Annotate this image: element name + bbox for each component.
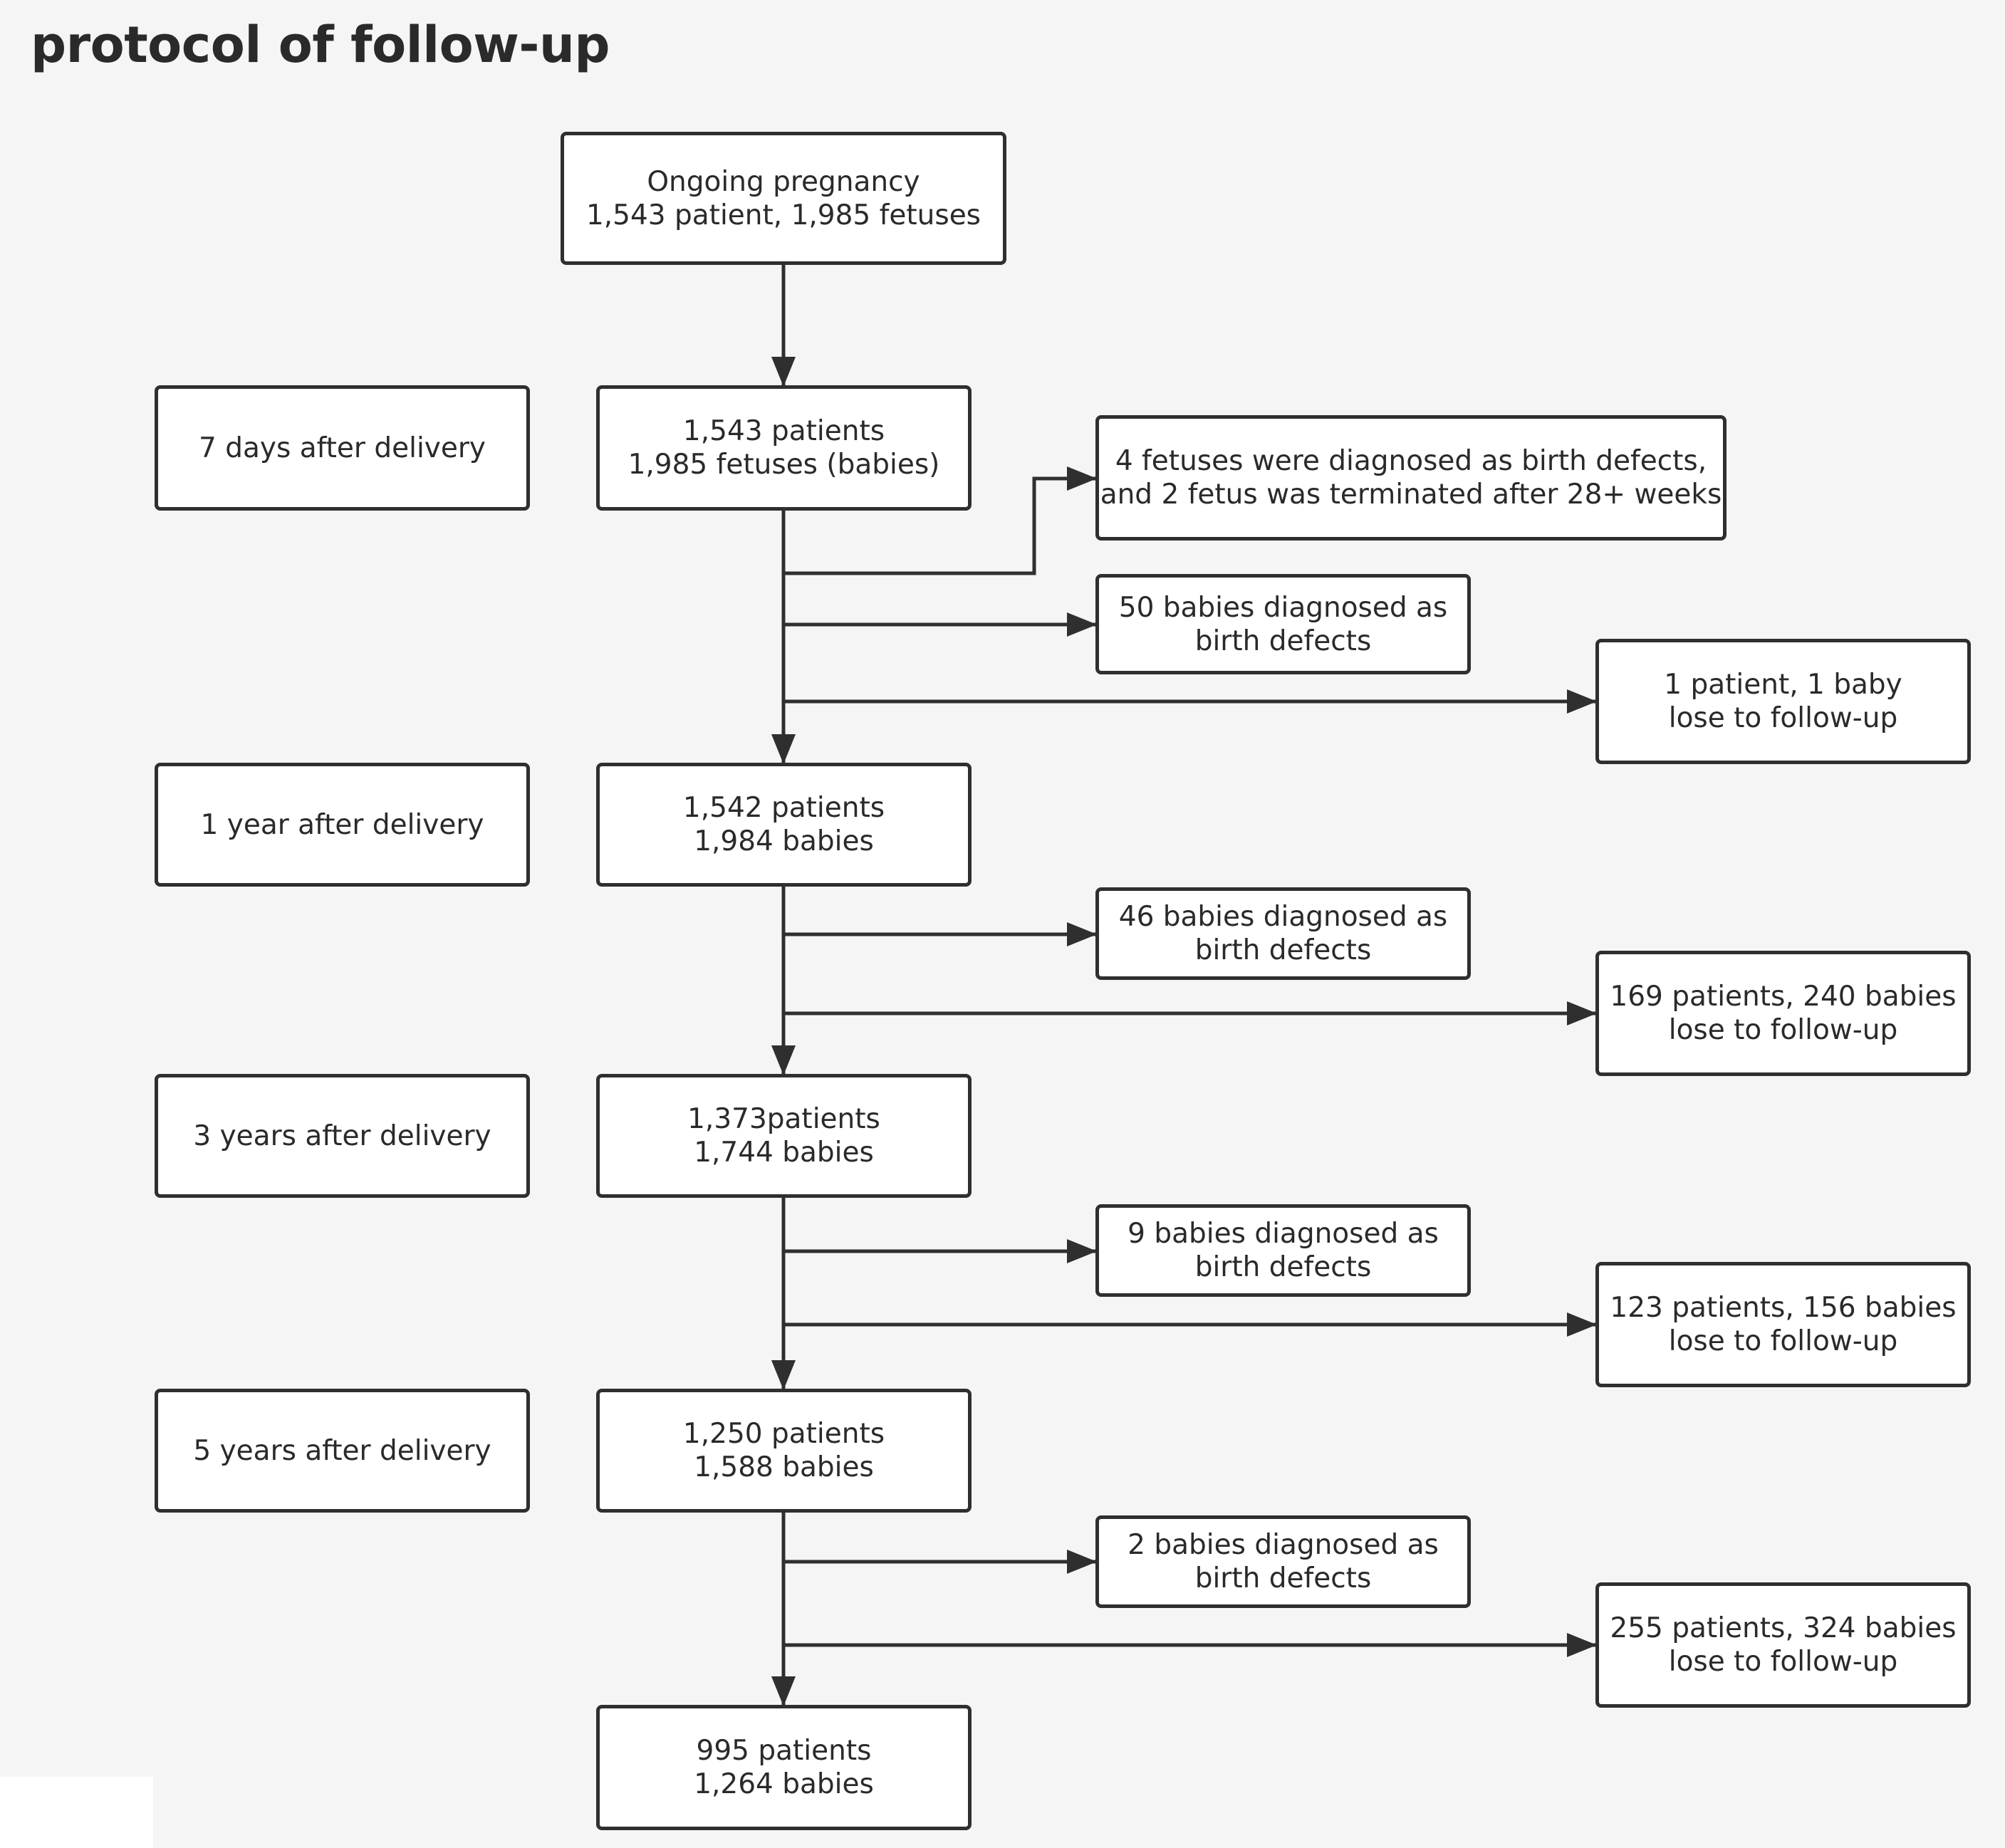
defects-line: 50 babies diagnosed as <box>1118 591 1448 624</box>
node-line: 1,264 babies <box>694 1768 874 1800</box>
node-line: 1,588 babies <box>694 1451 874 1483</box>
node-1-year-cohort: 1,542 patients 1,984 babies <box>596 763 972 887</box>
lost-line: lose to follow-up <box>1668 1014 1898 1046</box>
timepoint-label: 5 years after delivery <box>193 1434 491 1467</box>
defects-line: birth defects <box>1194 1562 1372 1594</box>
node-5-years-cohort: 1,250 patients 1,588 babies <box>596 1389 972 1513</box>
lost-line: lose to follow-up <box>1668 1646 1898 1678</box>
node-line: 1,542 patients <box>682 792 885 824</box>
lost-line: 1 patient, 1 baby <box>1664 669 1902 701</box>
lost-line: 169 patients, 240 babies <box>1610 981 1957 1013</box>
defects-5-years-box: 2 babies diagnosed as birth defects <box>1095 1515 1471 1608</box>
timepoint-label: 3 years after delivery <box>193 1119 491 1152</box>
defects-line: 9 babies diagnosed as <box>1128 1218 1439 1250</box>
lost-1-year-box: 169 patients, 240 babies lose to follow-… <box>1595 951 1971 1076</box>
lost-7-days-box: 1 patient, 1 baby lose to follow-up <box>1595 639 1971 764</box>
node-line: 1,744 babies <box>694 1137 874 1169</box>
defects-terminated-box: 4 fetuses were diagnosed as birth defect… <box>1095 415 1727 541</box>
node-3-years-cohort: 1,373patients 1,744 babies <box>596 1074 972 1198</box>
defects-1-year-box: 46 babies diagnosed as birth defects <box>1095 887 1471 980</box>
defects-line: 4 fetuses were diagnosed as birth defect… <box>1115 445 1707 477</box>
node-final-cohort: 995 patients 1,264 babies <box>596 1705 972 1830</box>
node-line: Ongoing pregnancy <box>647 165 920 198</box>
defects-line: and 2 fetus was terminated after 28+ wee… <box>1100 479 1722 511</box>
lost-line: lose to follow-up <box>1668 702 1898 734</box>
defects-line: birth defects <box>1194 625 1372 657</box>
timepoint-1-year: 1 year after delivery <box>155 763 530 887</box>
timepoint-3-years: 3 years after delivery <box>155 1074 530 1198</box>
arrow-to-terminated <box>783 466 1097 575</box>
node-line: 1,984 babies <box>694 825 874 857</box>
node-line: 1,985 fetuses (babies) <box>627 449 940 481</box>
node-line: 995 patients <box>696 1735 872 1767</box>
defects-line: 46 babies diagnosed as <box>1118 901 1448 933</box>
node-line: 1,250 patients <box>682 1418 885 1450</box>
lost-line: lose to follow-up <box>1668 1325 1898 1357</box>
node-line: 1,543 patients <box>682 415 885 447</box>
defects-line: birth defects <box>1194 1251 1372 1283</box>
timepoint-label: 1 year after delivery <box>200 808 484 841</box>
lost-line: 255 patients, 324 babies <box>1610 1612 1957 1644</box>
corner-patch <box>0 1777 153 1848</box>
timepoint-5-years: 5 years after delivery <box>155 1389 530 1513</box>
timepoint-7-days: 7 days after delivery <box>155 385 530 511</box>
defects-line: birth defects <box>1194 934 1372 966</box>
defects-line: 2 babies diagnosed as <box>1128 1529 1439 1561</box>
defects-3-years-box: 9 babies diagnosed as birth defects <box>1095 1204 1471 1297</box>
node-7-days-cohort: 1,543 patients 1,985 fetuses (babies) <box>596 385 972 511</box>
lost-3-years-box: 123 patients, 156 babies lose to follow-… <box>1595 1262 1971 1387</box>
defects-7-days-box: 50 babies diagnosed as birth defects <box>1095 574 1471 674</box>
page-title: protocol of follow-up <box>31 16 610 74</box>
lost-line: 123 patients, 156 babies <box>1610 1292 1957 1324</box>
node-line: 1,543 patient, 1,985 fetuses <box>585 199 981 231</box>
lost-5-years-box: 255 patients, 324 babies lose to follow-… <box>1595 1582 1971 1708</box>
node-ongoing-pregnancy: Ongoing pregnancy 1,543 patient, 1,985 f… <box>561 132 1006 265</box>
timepoint-label: 7 days after delivery <box>199 432 486 464</box>
node-line: 1,373patients <box>687 1103 880 1135</box>
